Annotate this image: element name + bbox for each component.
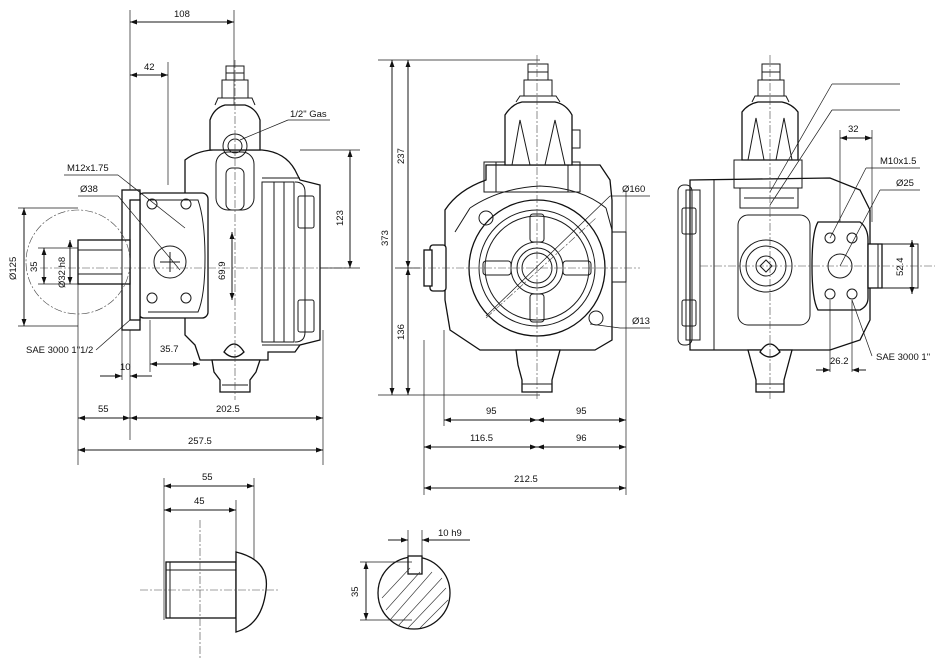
label-port-thread: M10x1.5 (880, 156, 916, 167)
dim-body-len: 202.5 (216, 404, 240, 415)
dim-port-offset: 32 (848, 124, 859, 135)
dim-total-height: 373 (380, 230, 391, 246)
label-thread: M12x1.75 (67, 163, 109, 174)
shaft-detail: 55 45 (140, 472, 280, 660)
dim-top-width: 108 (174, 9, 190, 20)
key-section: 10 h9 35 (350, 528, 470, 630)
label-gas-port: 1/2" Gas (290, 109, 327, 120)
label-port-dia: Ø25 (896, 178, 914, 189)
dim-flange-thk: 10 (120, 362, 131, 373)
dim-port-height: 52.4 (895, 258, 906, 277)
dim-flange-dia: Ø125 (8, 257, 19, 280)
dim-flange-offset: 35.7 (160, 344, 179, 355)
dim-width-left: 116.5 (470, 433, 493, 444)
dim-shaft-dia: Ø32 h8 (57, 257, 68, 288)
dim-shaft-total: 55 (202, 472, 213, 483)
dim-inlet-offset: 42 (144, 62, 155, 73)
dim-center-height: 123 (335, 210, 346, 226)
dim-lower-height: 136 (396, 324, 407, 340)
dim-half-left: 95 (486, 406, 497, 417)
dim-key-width: 10 h9 (438, 528, 462, 539)
left-side-view: 108 42 1/2" Gas M12x1.75 Ø38 Ø125 35 Ø32… (8, 9, 360, 465)
label-sae-flange: SAE 3000 1"1/2 (26, 345, 93, 356)
dim-key-height: 35 (350, 586, 361, 597)
dim-shaft-len: 35 (29, 261, 40, 272)
dim-total-width: 212.5 (514, 474, 538, 485)
front-view: 237 373 136 Ø160 Ø13 95 95 116.5 96 212.… (378, 55, 650, 495)
right-side-view: 32 M10x1.5 Ø25 52.4 26.2 SAE 3000 1" (677, 55, 935, 400)
label-bolt-circle: Ø38 (80, 184, 98, 195)
dim-width-right: 96 (576, 433, 587, 444)
dim-shaft-ext: 55 (98, 404, 109, 415)
label-hole-dia: Ø13 (632, 316, 650, 327)
dim-upper-height: 237 (396, 148, 407, 164)
label-sae-right: SAE 3000 1" (876, 352, 930, 363)
dim-flange-height: 69.9 (217, 262, 228, 281)
label-pilot-dia: Ø160 (622, 184, 645, 195)
dim-half-right: 95 (576, 406, 587, 417)
dim-key-length: 45 (194, 496, 205, 507)
dim-total-len: 257.5 (188, 436, 212, 447)
dim-port-spacing: 26.2 (830, 356, 849, 367)
